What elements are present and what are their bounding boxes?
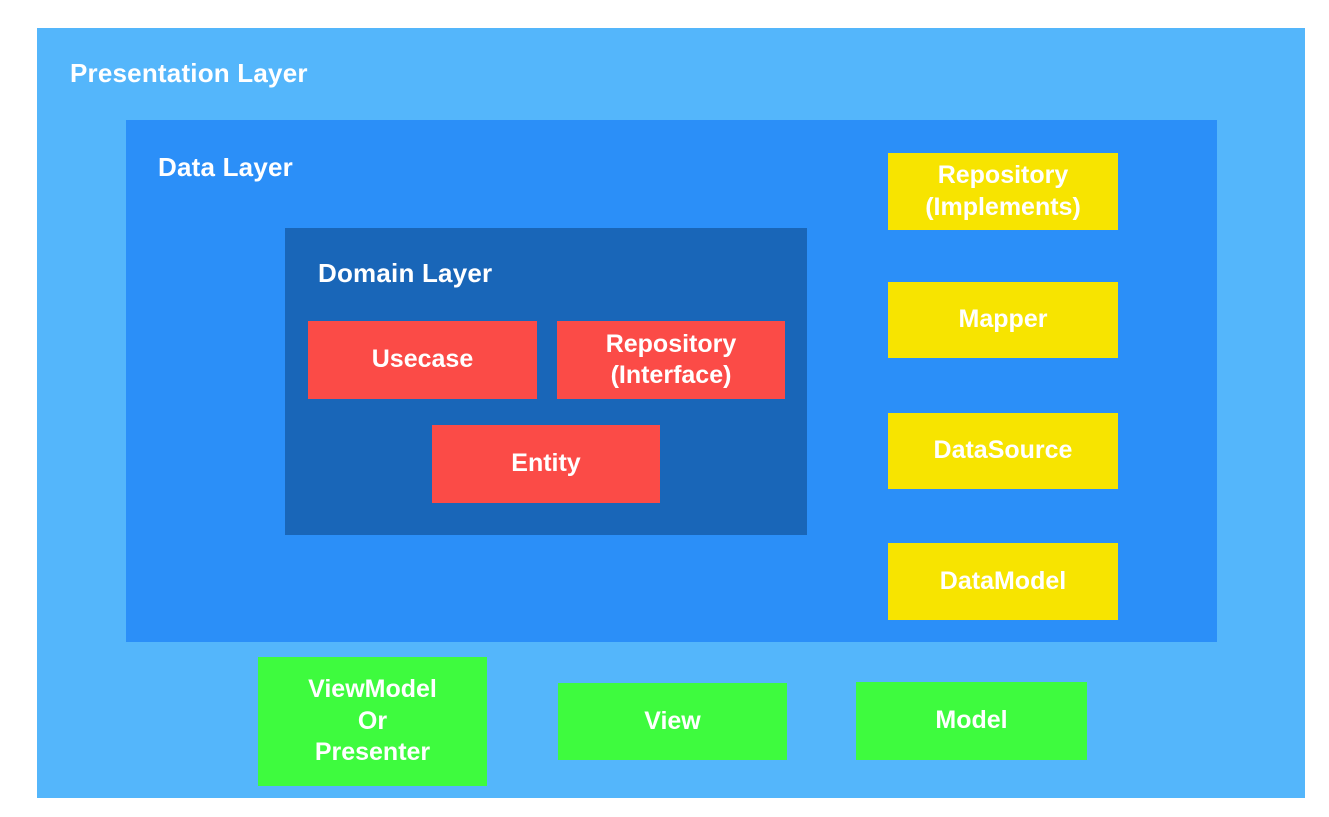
entity-label: Entity — [511, 449, 581, 478]
model-label: Model — [935, 706, 1008, 735]
presentation-layer-title: Presentation Layer — [70, 58, 308, 88]
domain-layer: Domain Layer Usecase Repository (Interfa… — [285, 228, 807, 535]
data-layer-title: Data Layer — [158, 152, 293, 182]
data-layer: Data Layer Domain Layer Usecase Reposito… — [126, 120, 1217, 642]
datamodel-box: DataModel — [888, 543, 1118, 620]
repository-implements-label: Repository (Implements) — [925, 161, 1081, 221]
domain-layer-title: Domain Layer — [318, 258, 493, 288]
repository-implements-box: Repository (Implements) — [888, 153, 1118, 230]
presentation-layer: Presentation Layer Data Layer Domain Lay… — [37, 28, 1305, 798]
view-label: View — [644, 706, 701, 735]
view-box: View — [558, 683, 787, 760]
repository-interface-label: Repository (Interface) — [605, 329, 737, 390]
repository-interface-box: Repository (Interface) — [557, 321, 785, 399]
viewmodel-presenter-label: ViewModel Or Presenter — [308, 675, 437, 767]
viewmodel-presenter-box: ViewModel Or Presenter — [258, 657, 487, 786]
usecase-box: Usecase — [308, 321, 537, 399]
model-box: Model — [856, 682, 1087, 760]
entity-box: Entity — [432, 425, 660, 503]
usecase-label: Usecase — [371, 345, 474, 374]
datasource-box: DataSource — [888, 413, 1118, 489]
datamodel-label: DataModel — [939, 566, 1067, 595]
mapper-box: Mapper — [888, 282, 1118, 358]
mapper-label: Mapper — [958, 305, 1048, 334]
datasource-label: DataSource — [933, 436, 1073, 465]
